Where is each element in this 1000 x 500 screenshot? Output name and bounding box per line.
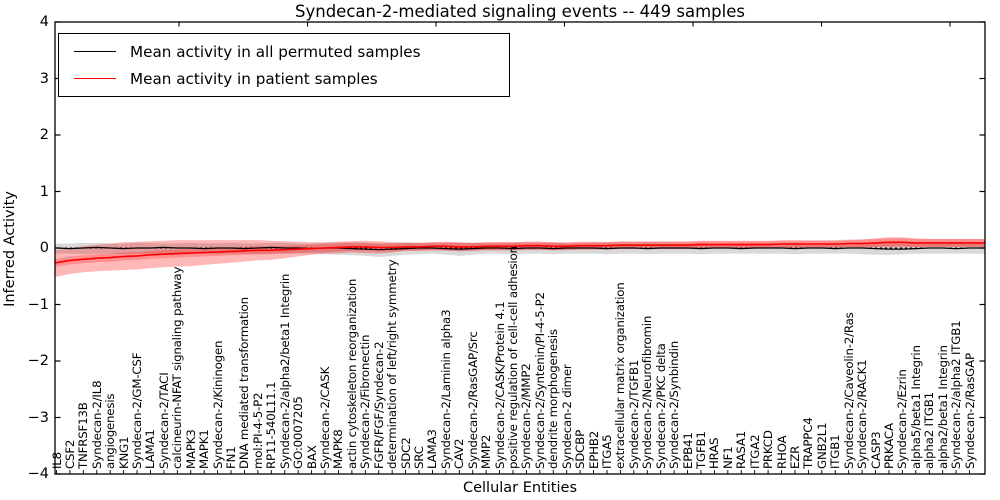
- x-category-label: angiogenesis: [103, 393, 118, 469]
- x-category-label: Syndecan-2/Fibronectin: [358, 334, 373, 469]
- x-category-label: Syndecan-2/Synbindin: [667, 340, 682, 469]
- x-category-label: CSF2: [62, 439, 77, 469]
- y-tick-label: −1: [27, 296, 49, 313]
- x-category-label: mol:PI-4-5-P2: [250, 392, 265, 469]
- x-category-label: Syndecan-2/TGFB1: [626, 359, 641, 469]
- legend-label: Mean activity in all permuted samples: [130, 42, 421, 61]
- x-category-label: Syndecan-2/RasGAP: [962, 353, 977, 469]
- x-category-label: KNG1: [116, 436, 131, 469]
- x-category-label: GO:0007205: [291, 396, 306, 469]
- y-tick-label: −3: [27, 409, 49, 426]
- x-category-label: Syndecan-2/alpha2/beta1 Integrin: [277, 273, 292, 469]
- legend-item-permuted: Mean activity in all permuted samples: [59, 43, 509, 61]
- x-category-label: Syndecan-2/TACI: [156, 372, 171, 470]
- x-category-label: Syndecan-2/IL8: [89, 380, 104, 469]
- x-category-label: HRAS: [707, 437, 722, 469]
- legend: Mean activity in all permuted samples Me…: [58, 33, 510, 97]
- x-category-label: extracellular matrix organization: [613, 282, 628, 469]
- x-category-label: SDC2: [398, 437, 413, 469]
- x-category-label: MMP2: [479, 434, 494, 469]
- x-category-label: Syndecan-2/Caveolin-2/Ras: [841, 312, 856, 469]
- x-category-label: Syndecan-2/PKC delta: [653, 343, 668, 469]
- red-line-sample-icon: [74, 78, 116, 79]
- x-category-label: positive regulation of cell-cell adhesio…: [506, 246, 520, 469]
- y-tick-label: 0: [39, 240, 49, 256]
- x-category-label: alpha2/beta1 Integrin: [935, 345, 950, 469]
- confidence-band: [55, 242, 985, 257]
- x-category-label: alpha2 ITGB1: [922, 392, 937, 469]
- x-category-label: PRKACA: [881, 423, 896, 469]
- x-category-label: Syndecan-2/alpha2 ITGB1: [949, 320, 964, 469]
- x-category-label: Syndecan-2/Kininogen: [210, 340, 225, 469]
- x-category-label: MAPK3: [183, 429, 198, 469]
- x-category-label: actin cytoskeleton reorganization: [344, 278, 359, 469]
- x-axis-label: Cellular Entities: [462, 480, 578, 496]
- x-category-label: EPHB2: [586, 430, 601, 469]
- x-category-label: determination of left/right symmetry: [385, 259, 400, 469]
- x-category-label: CAV2: [452, 438, 467, 469]
- x-category-label: NF1: [720, 446, 735, 469]
- x-category-label: MAPK1: [197, 429, 212, 469]
- x-category-label: GNB2L1: [814, 422, 829, 469]
- x-category-label: dendrite morphogenesis: [546, 329, 561, 469]
- x-category-label: EPB41: [680, 432, 695, 469]
- x-category-label: TGFB1: [693, 431, 708, 469]
- y-tick-label: 3: [39, 70, 49, 87]
- inner-confidence-band: [55, 238, 985, 267]
- black-line-sample-icon: [74, 51, 116, 52]
- x-category-label: Syndecan-2/CASK: [318, 366, 333, 469]
- x-category-label: LAMA3: [425, 429, 440, 469]
- x-category-label: SDCBP: [573, 429, 588, 469]
- legend-item-patient: Mean activity in patient samples: [59, 70, 509, 88]
- x-category-label: Syndecan-2/GM-CSF: [130, 352, 145, 469]
- x-category-label: FN1: [224, 446, 239, 469]
- x-category-label: Syndecan-2/Laminin alpha3: [438, 309, 453, 469]
- x-category-label: RP11-540L11.1: [264, 381, 279, 469]
- x-category-label: Syndecan-2 dimer: [559, 364, 574, 469]
- x-category-label: Syndecan-2/Ezrin: [895, 369, 910, 469]
- y-tick-label: 1: [39, 183, 49, 200]
- x-category-label: calcineurin-NFAT signaling pathway: [170, 266, 185, 469]
- mean-line-permuted: [55, 246, 985, 251]
- x-category-label: Syndecan-2/RasGAP/Src: [465, 331, 480, 469]
- confidence-band: [55, 237, 985, 277]
- legend-label: Mean activity in patient samples: [130, 69, 378, 88]
- y-tick-label: 2: [39, 127, 49, 143]
- x-category-label: PRKCD: [761, 430, 776, 469]
- x-category-label: alpha5/beta1 Integrin: [908, 345, 923, 469]
- y-tick-label: −2: [27, 353, 49, 369]
- mean-line-patient: [54, 241, 985, 264]
- x-category-label: MAPK8: [331, 429, 346, 469]
- x-category-label: LAMA1: [143, 429, 158, 469]
- y-tick-label: 4: [39, 14, 49, 30]
- x-category-label: ITGA2: [747, 434, 762, 469]
- y-tick-label: −4: [27, 466, 49, 482]
- x-category-label: IL8: [49, 452, 64, 469]
- x-category-label: TNFRSF13B: [76, 402, 91, 469]
- x-category-label: Syndecan-2/CASK/Protein 4.1: [492, 301, 507, 469]
- chart-title: Syndecan-2-mediated signaling events -- …: [295, 2, 745, 21]
- x-category-label: FGFR/FGF/Syndecan-2: [371, 341, 386, 469]
- x-category-label: TRAPPC4: [801, 417, 816, 469]
- x-category-label: RASA1: [734, 430, 749, 469]
- x-category-label: DNA mediated transformation: [237, 297, 252, 469]
- x-category-label: Syndecan-2/Neurofibromin: [640, 315, 655, 469]
- x-category-label: BAX: [304, 445, 319, 469]
- x-category-label: RHOA: [774, 435, 789, 469]
- x-category-label: Syndecan-2/MMP2: [519, 363, 534, 469]
- x-category-label: EZR: [787, 445, 802, 469]
- x-category-label: ITGA5: [599, 434, 614, 469]
- x-category-label: Syndecan-2/RACK1: [855, 359, 870, 469]
- x-category-label: CASP3: [868, 431, 883, 469]
- x-category-label: Syndecan-2/Syntenin/PI-4-5-P2: [532, 292, 547, 469]
- x-category-label: SRC: [412, 446, 426, 469]
- x-category-label: ITGB1: [828, 434, 843, 469]
